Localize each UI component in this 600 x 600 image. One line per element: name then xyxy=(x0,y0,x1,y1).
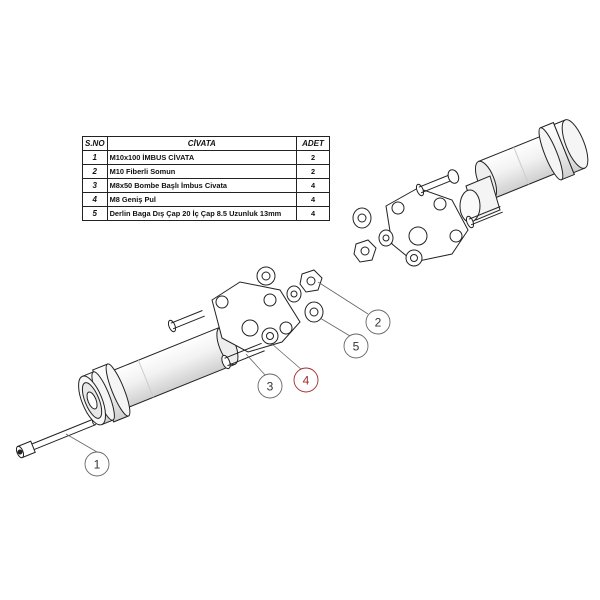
row-desc: Derlin Baga Dış Çap 20 İç Çap 8.5 Uzunlu… xyxy=(106,206,298,221)
lower-roller xyxy=(78,326,239,426)
lower-assembly xyxy=(15,266,324,459)
callout-1-label: 1 xyxy=(94,458,101,472)
upper-bolt-bottom xyxy=(465,206,503,229)
short-bolt-lower xyxy=(221,342,265,370)
lower-nut xyxy=(299,269,323,293)
upper-assembly xyxy=(352,119,589,267)
upper-washer-bottom xyxy=(405,249,423,267)
row-qty: 4 xyxy=(296,178,330,193)
upper-washer-middle xyxy=(378,229,394,247)
short-bolt-upper xyxy=(167,310,205,333)
callout-2-label: 2 xyxy=(375,316,382,330)
callout-3-label: 3 xyxy=(267,380,274,394)
lower-spacer-top xyxy=(256,266,276,286)
callout-4-label: 4 xyxy=(303,374,310,388)
upper-nut xyxy=(353,239,377,263)
upper-clamp-plate xyxy=(385,187,469,263)
lower-spacer-right xyxy=(304,301,324,323)
lower-washer-bottom xyxy=(261,327,279,345)
callout-1: 1 xyxy=(65,433,110,477)
callout-4: 4 xyxy=(271,343,319,393)
parts-table-header: S.NO CİVATA ADET xyxy=(82,136,330,151)
table-row: 5 Derlin Baga Dış Çap 20 İç Çap 8.5 Uzun… xyxy=(82,206,330,221)
callouts: 1 2 3 4 5 xyxy=(65,281,391,477)
parts-table: S.NO CİVATA ADET 1 M10x100 İMBUS CİVATA … xyxy=(82,136,330,221)
callout-3: 3 xyxy=(245,353,283,399)
callout-5: 5 xyxy=(319,317,369,359)
upper-bolt-top xyxy=(415,169,460,197)
upper-spacer-block xyxy=(459,175,501,223)
callout-5-label: 5 xyxy=(353,340,360,354)
row-qty: 4 xyxy=(296,206,330,221)
lower-washer-right xyxy=(286,285,302,303)
callout-2: 2 xyxy=(317,281,391,335)
upper-roller xyxy=(474,119,589,200)
upper-spacer-left xyxy=(352,207,372,229)
long-bolt xyxy=(15,418,97,459)
